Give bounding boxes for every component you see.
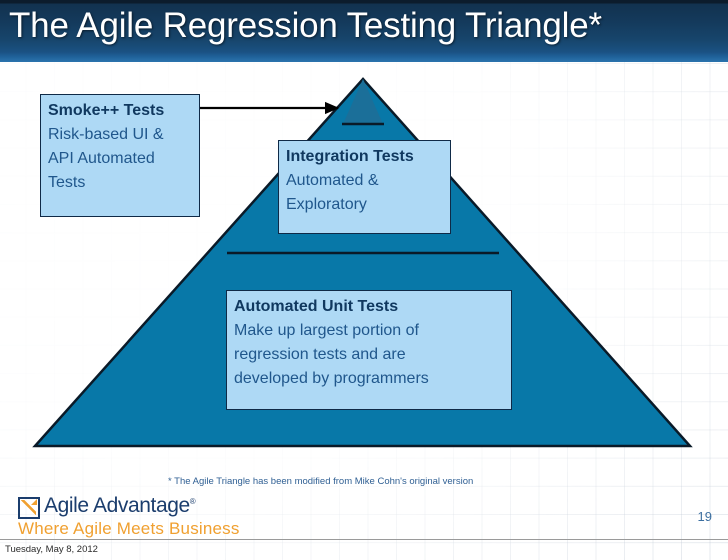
logo-tagline: Where Agile Meets Business — [18, 519, 240, 538]
smoke-tests-connector-arrow — [198, 101, 340, 115]
callout-integration-title: Integration Tests — [286, 148, 414, 165]
logo-wordmark: Agile Advantage® — [44, 494, 196, 518]
callout-unit-line-1: Make up largest portion of — [234, 322, 419, 339]
presentation-date: Tuesday, May 8, 2012 — [5, 544, 98, 555]
page-title: The Agile Regression Testing Triangle* — [9, 6, 602, 45]
registered-trademark-icon: ® — [189, 497, 196, 506]
callout-unit-line-2: regression tests and are — [234, 346, 406, 363]
callout-automated-unit-tests[interactable]: Automated Unit Tests Make up largest por… — [226, 290, 512, 410]
callout-smoke-tests[interactable]: Smoke++ Tests Risk-based UI & API Automa… — [40, 94, 200, 217]
callout-smoke-line-1: Risk-based UI & — [48, 126, 164, 143]
callout-integration-tests[interactable]: Integration Tests Automated & Explorator… — [278, 140, 451, 234]
agile-advantage-logo: Agile Advantage® Where Agile Meets Busin… — [18, 494, 240, 540]
footer-divider — [0, 539, 728, 540]
callout-integration-line-2: Exploratory — [286, 196, 367, 213]
footnote-text: * The Agile Triangle has been modified f… — [168, 476, 474, 487]
callout-smoke-line-2: API Automated — [48, 150, 155, 167]
logo-name: Agile Advantage — [44, 494, 190, 517]
callout-integration-line-1: Automated & — [286, 172, 379, 189]
callout-unit-line-3: developed by programmers — [234, 370, 429, 387]
page-number: 19 — [697, 509, 712, 524]
slide-header-bar: The Agile Regression Testing Triangle* — [0, 0, 728, 62]
callout-smoke-title: Smoke++ Tests — [48, 102, 165, 119]
chart-arrow-icon — [18, 497, 40, 519]
callout-smoke-line-3: Tests — [48, 174, 86, 191]
callout-unit-title: Automated Unit Tests — [234, 298, 399, 315]
